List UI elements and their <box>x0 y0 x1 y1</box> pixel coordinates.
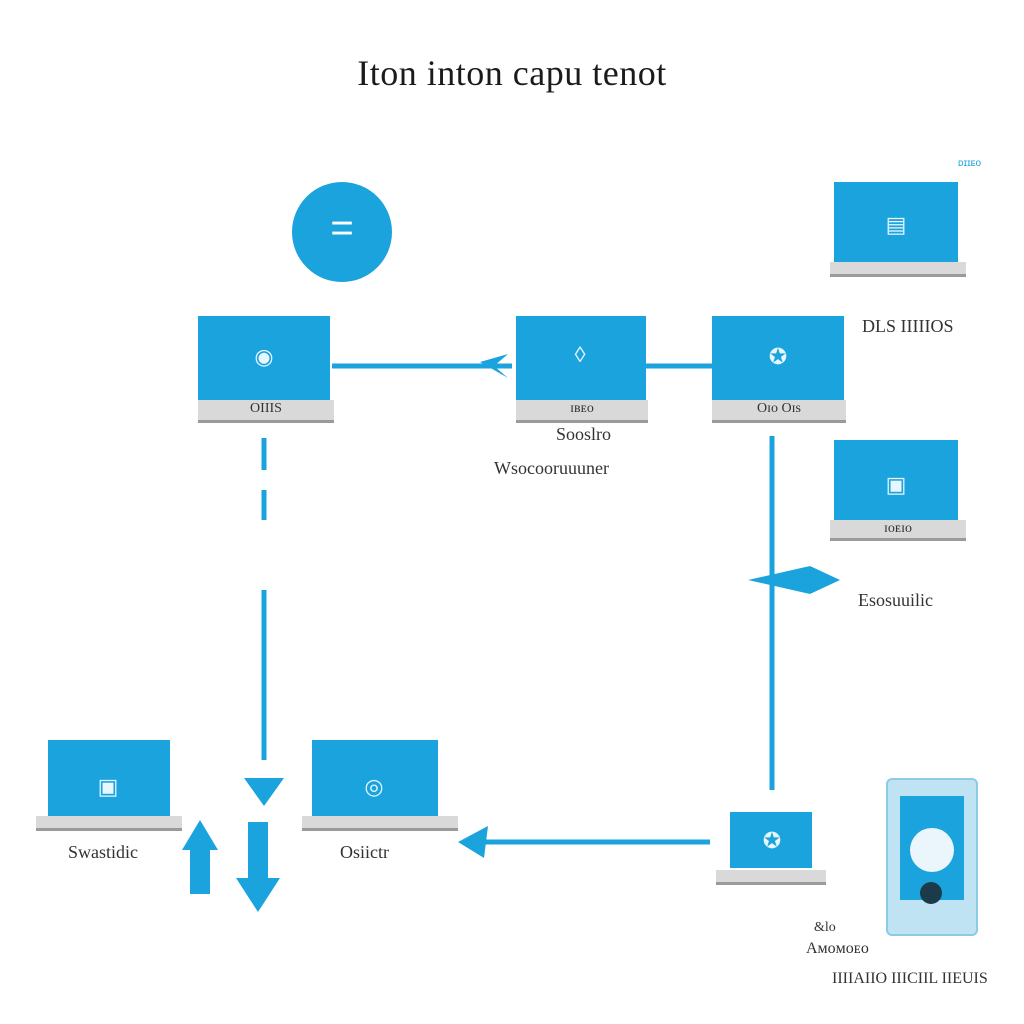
router-caption-2: IIIIAIIO IIICIIL IIEUIS <box>832 970 988 987</box>
camera-icon: ◎ <box>364 774 384 799</box>
down-arrow-shaft <box>248 822 268 882</box>
arrow-left-bottom <box>458 826 488 858</box>
laptop-bottom-left: ▣ <box>36 740 182 834</box>
laptop-bottom-mid: ◎ <box>302 740 458 834</box>
up-arrow-head <box>182 820 218 850</box>
diagram-title: Iton inton capu tenot <box>357 53 667 93</box>
top-right-tag: ᴅɪɪᴇᴏ <box>958 158 982 169</box>
label-esso: Esosuuilic <box>858 590 933 610</box>
router-caption-1: Aᴍᴏᴍᴏᴇᴏ <box>806 940 869 957</box>
globe-icon: ◉ <box>254 344 274 369</box>
camera-icon: ▣ <box>97 774 119 799</box>
down-arrow-head <box>236 878 280 912</box>
laptop-b-label: ɪʙᴇᴏ <box>570 401 594 416</box>
person-circle-icon: = <box>292 182 392 282</box>
router-caption-top: &lo <box>814 920 836 935</box>
laptop-c-label: Oɪᴏ Oɪs <box>757 401 801 416</box>
laptop-bottom-mid-caption: Osiictr <box>340 842 389 862</box>
up-arrow-shaft <box>190 846 210 894</box>
router-device <box>886 778 978 936</box>
laptop-bottom-right: ✪ <box>716 812 826 888</box>
router-icon <box>900 796 964 904</box>
laptop-mid-right-label: ɪᴏᴇɪᴏ <box>884 521 912 536</box>
laptop-top-right: ▤ <box>830 182 966 286</box>
settings-icon: ✪ <box>762 828 782 853</box>
laptop-a: ◉ OIIIS <box>198 316 334 426</box>
laptop-bottom-left-caption: Swastidic <box>68 842 138 862</box>
label-dls: DLS IIIIIOS <box>862 316 954 336</box>
laptop-c: ✪ Oɪᴏ Oɪs <box>712 316 846 432</box>
document-icon: ▤ <box>885 212 907 237</box>
arrow-left-mid <box>480 354 508 378</box>
arrow-right-mid <box>748 566 840 594</box>
document-icon: ▣ <box>885 472 907 497</box>
laptop-b-caption-2: Wsocooruuuner <box>494 458 609 478</box>
laptop-b-caption-1: Sooslro <box>556 424 612 444</box>
laptop-mid-right: ▣ ɪᴏᴇɪᴏ <box>830 440 966 548</box>
arrow-down-left <box>244 778 284 806</box>
laptop-b: ◊ ɪʙᴇᴏ <box>516 316 648 426</box>
circle-symbol: = <box>330 206 354 250</box>
laptop-a-label: OIIIS <box>250 401 282 416</box>
settings-icon: ✪ <box>768 344 788 369</box>
drop-icon: ◊ <box>574 342 586 367</box>
